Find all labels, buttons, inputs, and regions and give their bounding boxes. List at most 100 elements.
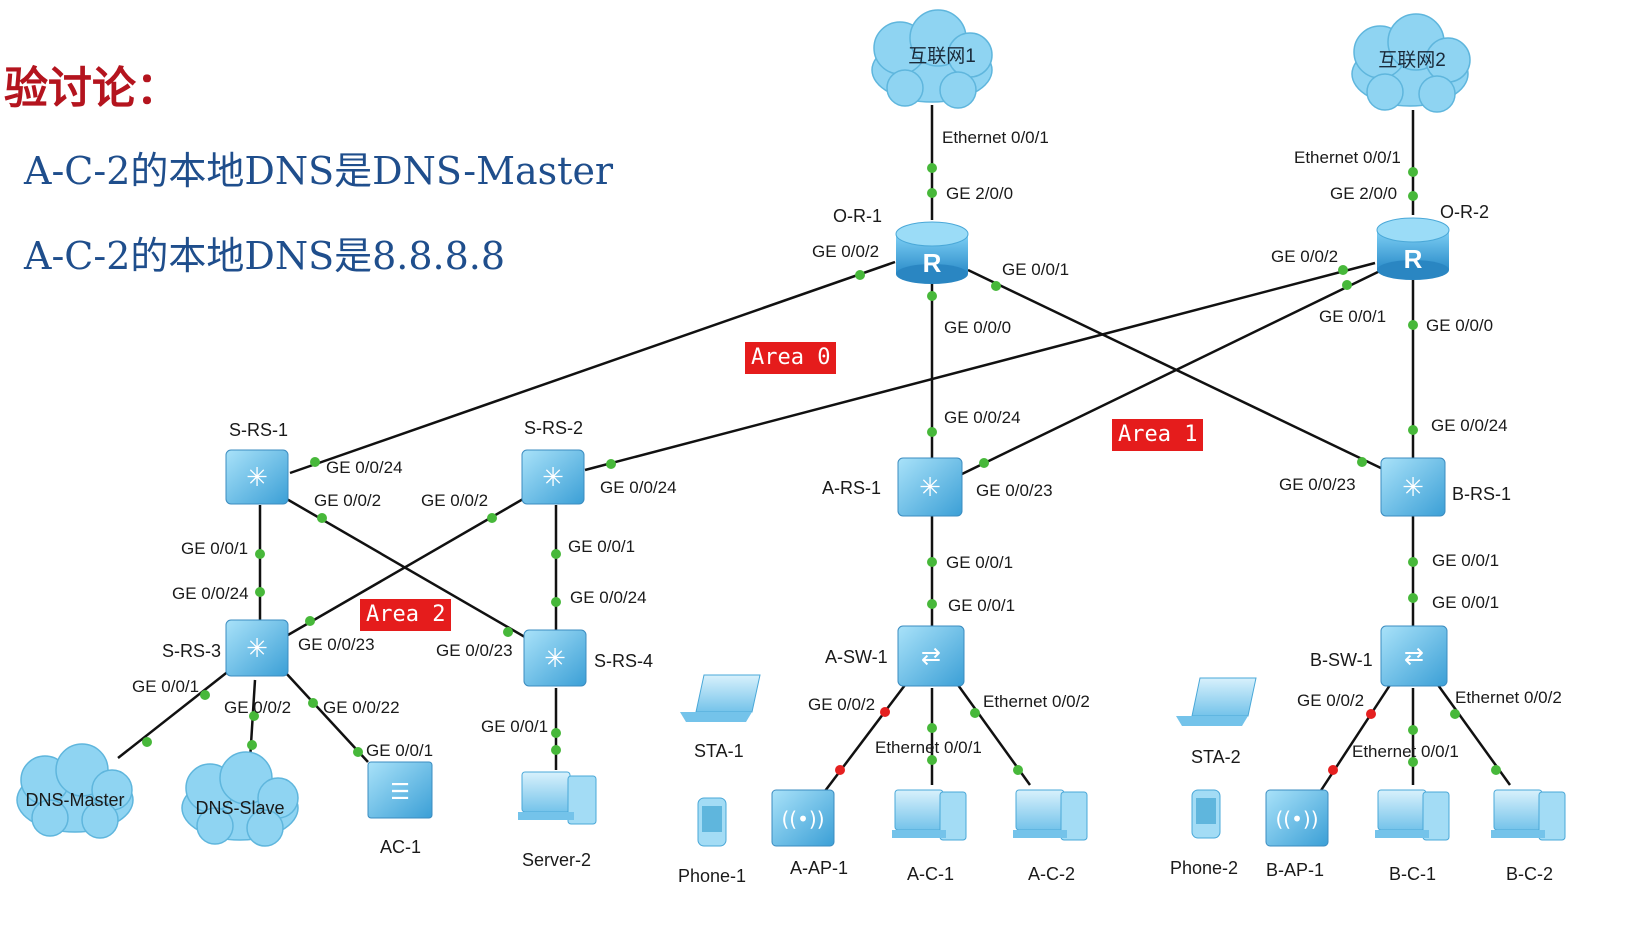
laptop-sta-1[interactable]: STA-1 <box>680 674 761 761</box>
cloud-icon <box>871 9 993 109</box>
cloud-internet-1[interactable]: 互联网1 <box>871 9 993 109</box>
port-dot <box>991 281 1001 291</box>
switch-s-rs-4[interactable]: ✳ S-RS-4 <box>523 629 653 687</box>
switch-a-sw-1[interactable]: ⇄ A-SW-1 <box>825 625 965 687</box>
device-label: B-SW-1 <box>1310 650 1373 670</box>
switch-s-rs-2[interactable]: ✳ S-RS-2 <box>521 418 585 505</box>
port-label: GE 0/0/2 <box>1271 247 1338 266</box>
device-label: A-AP-1 <box>790 858 848 878</box>
port-label: GE 0/0/2 <box>421 491 488 510</box>
laptop-sta-2[interactable]: STA-2 <box>1176 677 1257 767</box>
switch-s-rs-3[interactable]: ✳ S-RS-3 <box>162 619 289 677</box>
cloud-internet-2[interactable]: 互联网2 <box>1351 13 1471 113</box>
port-dot <box>247 740 257 750</box>
cloud-dns-master[interactable]: DNS-Master <box>16 743 134 839</box>
layer3-switch-icon: ✳ <box>225 449 289 505</box>
pc-b-c-1[interactable]: B-C-1 <box>1375 789 1450 884</box>
page-heading: 验讨论： <box>4 63 180 114</box>
device-label: B-C-2 <box>1506 864 1553 884</box>
port-dot <box>551 597 561 607</box>
pc-a-c-2[interactable]: A-C-2 <box>1013 789 1088 884</box>
svg-text:R: R <box>923 248 942 278</box>
device-label: A-C-1 <box>907 864 954 884</box>
phone-phone-1[interactable]: Phone-1 <box>678 797 746 886</box>
port-dot <box>487 513 497 523</box>
port-label: Ethernet 0/0/1 <box>1294 148 1401 167</box>
switch-b-sw-1[interactable]: ⇄ B-SW-1 <box>1310 625 1448 687</box>
access-point-a-ap-1[interactable]: ((•)) A-AP-1 <box>771 789 848 878</box>
cloud-icon <box>1351 13 1471 113</box>
port-label: GE 0/0/1 <box>1432 551 1499 570</box>
svg-text:✳: ✳ <box>246 634 268 664</box>
switch-b-rs-1[interactable]: ✳ B-RS-1 <box>1380 457 1511 517</box>
port-dot <box>551 728 561 738</box>
device-label: O-R-1 <box>833 206 882 226</box>
phone-phone-2[interactable]: Phone-2 <box>1170 789 1238 878</box>
port-dot <box>927 163 937 173</box>
switch-s-rs-1[interactable]: ✳ S-RS-1 <box>225 420 289 505</box>
port-dot <box>927 188 937 198</box>
svg-text:R: R <box>1404 244 1423 274</box>
port-dot <box>1357 457 1367 467</box>
port-dot <box>1408 593 1418 603</box>
port-dot <box>142 737 152 747</box>
laptop-icon <box>680 674 761 722</box>
router-o-r-1[interactable]: R O-R-1 <box>833 206 969 284</box>
port-label: GE 0/0/1 <box>1432 593 1499 612</box>
link-or1-srs1 <box>289 260 896 475</box>
port-dot <box>855 270 865 280</box>
cloud-label: 互联网2 <box>1378 49 1446 71</box>
port-label: GE 0/0/2 <box>812 242 879 261</box>
cloud-icon <box>181 751 299 847</box>
port-dot <box>1408 425 1418 435</box>
device-label: Phone-2 <box>1170 858 1238 878</box>
port-label: GE 0/0/2 <box>808 695 875 714</box>
port-dot <box>927 599 937 609</box>
port-label: GE 0/0/1 <box>1319 307 1386 326</box>
pc-icon <box>518 771 597 825</box>
port-dot <box>255 587 265 597</box>
link-or2-srs2 <box>584 261 1376 472</box>
port-indicators <box>142 163 1501 775</box>
port-dot <box>927 557 937 567</box>
port-label: GE 0/0/0 <box>944 318 1011 337</box>
device-label: S-RS-4 <box>594 651 653 671</box>
svg-text:((•)): ((•)) <box>1275 807 1318 831</box>
dns-master-label: DNS-Master <box>25 790 124 810</box>
device-label: S-RS-1 <box>229 420 288 440</box>
svg-text:✳: ✳ <box>542 463 564 493</box>
area-0-badge: Area 0 <box>745 342 837 374</box>
device-label: O-R-2 <box>1440 202 1489 222</box>
wireless-controller-ac-1[interactable]: ☰ AC-1 <box>367 761 433 857</box>
device-label: A-SW-1 <box>825 647 888 667</box>
pc-icon <box>1013 789 1088 841</box>
port-dot <box>1408 757 1418 767</box>
pc-a-c-1[interactable]: A-C-1 <box>892 789 967 884</box>
port-label: GE 0/0/24 <box>1431 416 1508 435</box>
link-asw1-aap1 <box>821 684 906 796</box>
pc-b-c-2[interactable]: B-C-2 <box>1491 789 1566 884</box>
cloud-label: 互联网1 <box>908 45 976 67</box>
dns-note-master: A-C-2的本地DNS是DNS-Master <box>24 149 614 193</box>
device-label: Phone-1 <box>678 866 746 886</box>
pc-icon <box>892 789 967 841</box>
access-point-b-ap-1[interactable]: ((•)) B-AP-1 <box>1265 789 1329 880</box>
device-label: Server-2 <box>522 850 591 870</box>
pc-icon <box>1491 789 1566 841</box>
port-dot <box>1408 725 1418 735</box>
device-label: B-C-1 <box>1389 864 1436 884</box>
layer2-switch-icon: ⇄ <box>1380 625 1448 687</box>
cloud-dns-slave[interactable]: DNS-Slave <box>181 751 299 847</box>
server-2[interactable]: Server-2 <box>518 771 597 870</box>
router-o-r-2[interactable]: R O-R-2 <box>1376 202 1489 280</box>
port-label: GE 0/0/1 <box>181 539 248 558</box>
port-dot <box>1013 765 1023 775</box>
port-label: GE 2/0/0 <box>1330 184 1397 203</box>
switch-a-rs-1[interactable]: ✳ A-RS-1 <box>822 457 963 517</box>
port-label: GE 0/0/0 <box>1426 316 1493 335</box>
port-label: GE 0/0/23 <box>1279 475 1356 494</box>
phone-icon <box>697 797 727 847</box>
port-label: GE 0/0/2 <box>1297 691 1364 710</box>
link-srs3-ac1 <box>284 671 369 763</box>
svg-text:✳: ✳ <box>919 473 941 503</box>
